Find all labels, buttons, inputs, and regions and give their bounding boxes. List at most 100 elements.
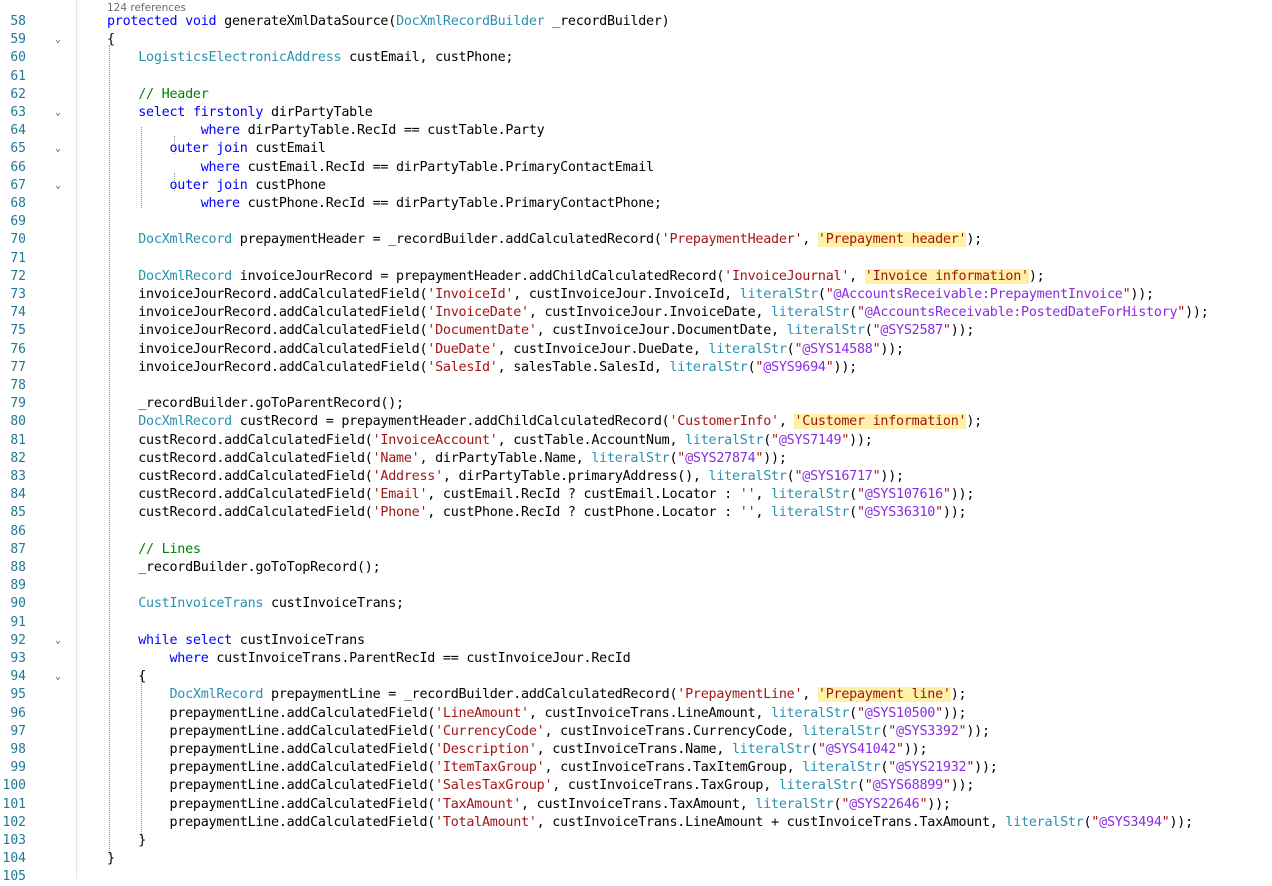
code-line[interactable]: { — [107, 668, 146, 686]
code-token — [107, 651, 170, 666]
code-token: ( — [849, 487, 857, 503]
code-line[interactable]: custRecord.addCalculatedField('Email', c… — [107, 486, 974, 504]
line-number: 67 — [10, 177, 26, 193]
code-token: 'Prepayment line' — [817, 687, 951, 703]
line-number: 104 — [2, 851, 26, 867]
fold-chevron-icon[interactable]: ⌄ — [54, 634, 62, 646]
code-line[interactable]: { — [107, 31, 115, 49]
code-line[interactable]: // Header — [107, 86, 209, 104]
code-line[interactable]: DocXmlRecord prepaymentHeader = _recordB… — [107, 231, 982, 249]
code-line[interactable]: LogisticsElectronicAddress custEmail, cu… — [107, 49, 513, 67]
line-number: 99 — [10, 760, 26, 776]
code-line[interactable]: _recordBuilder.goToTopRecord(); — [107, 559, 380, 577]
code-token: '' — [739, 505, 756, 521]
line-number: 87 — [10, 541, 26, 557]
fold-chevron-icon[interactable]: ⌄ — [54, 671, 62, 683]
code-line[interactable]: prepaymentLine.addCalculatedField('TaxAm… — [107, 796, 950, 814]
code-token: literalStr — [771, 705, 850, 721]
code-line[interactable]: prepaymentLine.addCalculatedField('Curre… — [107, 723, 990, 741]
code-token — [107, 50, 138, 65]
code-token: ( — [833, 796, 842, 812]
code-line[interactable]: where custEmail.RecId == dirPartyTable.P… — [107, 159, 654, 177]
code-token: } — [107, 851, 115, 867]
code-token: prepaymentLine.addCalculatedField( — [107, 760, 436, 776]
line-number: 62 — [10, 86, 26, 102]
codelens-references[interactable]: 124 references — [107, 2, 186, 14]
code-line[interactable]: outer join custEmail — [107, 140, 327, 158]
code-line[interactable]: custRecord.addCalculatedField('InvoiceAc… — [107, 432, 873, 450]
code-token: literalStr — [708, 341, 787, 357]
code-line[interactable]: invoiceJourRecord.addCalculatedField('Sa… — [107, 359, 857, 377]
code-token: " — [942, 778, 951, 794]
fold-chevron-icon[interactable]: ⌄ — [54, 143, 62, 155]
fold-chevron-icon[interactable]: ⌄ — [54, 34, 62, 46]
code-token: ( — [786, 469, 795, 484]
code-line[interactable]: prepaymentLine.addCalculatedField('Sales… — [107, 777, 974, 795]
line-number: 97 — [10, 723, 26, 739]
code-line[interactable]: invoiceJourRecord.addCalculatedField('In… — [107, 286, 1154, 304]
code-token: ( — [747, 359, 756, 375]
code-token: " — [856, 705, 865, 721]
code-token: literalStr — [802, 723, 881, 739]
code-token — [107, 141, 170, 156]
code-token: custInvoiceTrans.ParentRecId == custInvo… — [208, 651, 631, 666]
code-token: " — [755, 359, 764, 375]
code-line[interactable]: outer join custPhone — [107, 177, 327, 195]
code-line[interactable]: DocXmlRecord custRecord = prepaymentHead… — [107, 413, 982, 431]
code-line[interactable]: // Lines — [107, 541, 201, 559]
code-token: " — [817, 742, 826, 757]
code-token — [177, 14, 185, 29]
code-line[interactable]: while select custInvoiceTrans — [107, 632, 365, 650]
code-token: " — [856, 505, 865, 521]
code-token: 'LineAmount' — [435, 705, 529, 721]
code-token: " — [935, 705, 943, 721]
code-token: ( — [817, 287, 826, 302]
line-number: 102 — [2, 814, 26, 830]
code-line[interactable]: invoiceJourRecord.addCalculatedField('Do… — [107, 322, 974, 340]
line-number: 95 — [10, 687, 26, 703]
code-line[interactable]: } — [107, 832, 146, 850]
code-token: " — [896, 742, 904, 757]
code-line[interactable]: prepaymentLine.addCalculatedField('Total… — [107, 814, 1193, 832]
code-line[interactable]: prepaymentLine.addCalculatedField('ItemT… — [107, 759, 997, 777]
code-line[interactable]: custRecord.addCalculatedField('Phone', c… — [107, 504, 966, 522]
code-token: 'Prepayment header' — [817, 232, 967, 248]
code-line[interactable]: custRecord.addCalculatedField('Name', di… — [107, 450, 787, 468]
code-line[interactable]: DocXmlRecord prepaymentLine = _recordBui… — [107, 686, 967, 704]
code-line[interactable]: where custInvoiceTrans.ParentRecId == cu… — [107, 650, 631, 668]
line-number: 84 — [10, 487, 26, 503]
code-token: custEmail — [247, 141, 326, 157]
code-line[interactable]: prepaymentLine.addCalculatedField('LineA… — [107, 705, 966, 723]
code-line[interactable]: select firstonly dirPartyTable — [107, 104, 373, 122]
code-token: @SYS107616 — [864, 487, 943, 503]
code-token: )); — [849, 432, 873, 448]
code-token — [107, 633, 138, 648]
line-number: 90 — [10, 596, 26, 612]
code-line[interactable]: where custPhone.RecId == dirPartyTable.P… — [107, 195, 662, 213]
code-token: " — [888, 723, 897, 739]
code-line[interactable]: custRecord.addCalculatedField('Address',… — [107, 468, 904, 486]
code-line[interactable]: where dirPartyTable.RecId == custTable.P… — [107, 122, 545, 140]
code-token: , dirPartyTable.primaryAddress(), — [442, 469, 709, 484]
line-number: 82 — [10, 450, 26, 466]
code-line[interactable]: DocXmlRecord invoiceJourRecord = prepaym… — [107, 268, 1045, 286]
code-line[interactable]: _recordBuilder.goToParentRecord(); — [107, 395, 404, 413]
line-number: 73 — [10, 287, 26, 302]
code-line[interactable]: prepaymentLine.addCalculatedField('Descr… — [107, 741, 927, 759]
fold-chevron-icon[interactable]: ⌄ — [54, 179, 62, 191]
code-line[interactable]: protected void generateXmlDataSource(Doc… — [107, 13, 670, 31]
code-token: literalStr — [786, 323, 865, 339]
code-token: custEmail.RecId == dirPartyTable.Primary… — [239, 159, 654, 175]
code-line[interactable]: } — [107, 850, 115, 868]
code-token — [107, 196, 201, 211]
line-number: 64 — [10, 123, 26, 139]
code-line[interactable]: CustInvoiceTrans custInvoiceTrans; — [107, 595, 404, 613]
code-line[interactable]: invoiceJourRecord.addCalculatedField('In… — [107, 304, 1209, 322]
code-token: custRecord = prepaymentHeader.addChildCa… — [232, 414, 670, 430]
fold-chevron-icon[interactable]: ⌄ — [54, 107, 62, 118]
code-token: " — [872, 469, 881, 484]
code-line[interactable]: invoiceJourRecord.addCalculatedField('Du… — [107, 341, 904, 359]
line-number: 101 — [2, 796, 26, 812]
code-token: @SYS14588 — [802, 341, 873, 357]
